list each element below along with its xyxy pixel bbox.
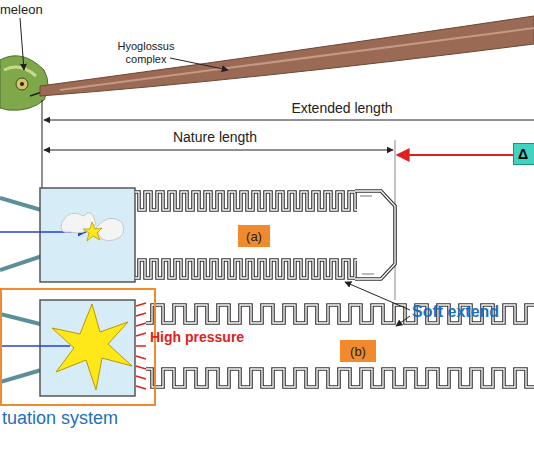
node-text: tuation system [2, 408, 118, 429]
combustion-chamber [40, 188, 135, 282]
label-box: (a) [238, 225, 270, 247]
dimension-line [44, 120, 534, 121]
tongue [40, 16, 534, 96]
explosion-star [52, 304, 132, 390]
dimension-label: Extended length [262, 100, 422, 116]
part-name: Hyoglossus complex [104, 40, 188, 66]
dimension-line [44, 150, 393, 151]
bellows-wall [135, 189, 357, 213]
tongue-highlight [60, 28, 534, 90]
dimension-tick [42, 100, 43, 190]
label-box: (b) [340, 340, 376, 362]
dimension-label: Nature length [145, 129, 285, 145]
delta-box: Δ [513, 143, 534, 165]
system-frame [0, 288, 156, 406]
leader-line [20, 18, 24, 70]
tip-hatch [360, 196, 374, 274]
combustion-chamber [40, 300, 135, 396]
part-name: Soft extend [412, 303, 534, 321]
delta-arrow [397, 154, 513, 156]
node-text: Δ [518, 146, 528, 162]
node-text: (b) [350, 344, 366, 359]
leader-line [170, 58, 228, 70]
part-name: meleon [0, 2, 70, 17]
extender-tip [355, 191, 395, 279]
actuation-system: tuation system [0, 288, 175, 432]
pressure-marks [136, 303, 146, 389]
bellows-wall [135, 257, 357, 281]
spark [83, 222, 102, 241]
node-text: (a) [246, 229, 262, 244]
bellows-wall [146, 366, 534, 390]
leader-line [396, 316, 410, 326]
ignition-arrow [0, 345, 70, 347]
leader-line [345, 282, 410, 310]
annotation: High pressure [150, 329, 280, 345]
